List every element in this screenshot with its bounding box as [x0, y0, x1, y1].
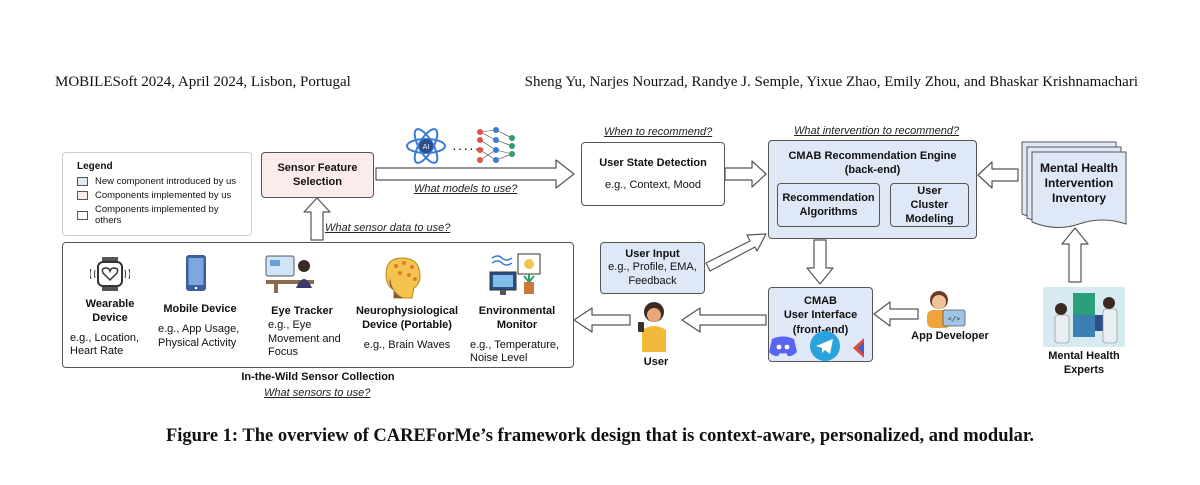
- sensor-environmental: Environmental Monitor e.g., Temperature,…: [470, 305, 564, 366]
- figure-caption: Figure 1: The overview of CAREForMe’s fr…: [165, 426, 1035, 446]
- user-cluster-modeling-label: User Cluster Modeling: [905, 184, 954, 226]
- legend: Legend New component introduced by us Co…: [62, 152, 252, 236]
- neural-network-icon: [477, 127, 515, 163]
- arrow-feature-to-state: [375, 159, 575, 189]
- sensor-neuro-name: Neurophysiological Device (Portable): [355, 305, 459, 331]
- app-developer-label: App Developer: [911, 330, 989, 342]
- user-state-title: User State Detection: [599, 156, 707, 169]
- eye-tracker-icon: [265, 255, 314, 293]
- ai-atom-icon: AI: [406, 128, 446, 164]
- sensor-feature-selection-box: Sensor Feature Selection: [261, 152, 374, 198]
- arrow-inventory-to-engine: [977, 161, 1019, 189]
- sensor-neurophysiological: Neurophysiological Device (Portable) e.g…: [355, 305, 459, 352]
- sensor-eye-tracker-name: Eye Tracker: [271, 305, 333, 317]
- sensor-eye-tracker: Eye Tracker e.g., Eye Movement and Focus: [260, 305, 344, 360]
- arrow-ui-to-user: [681, 307, 767, 333]
- environmental-monitor-icon: [489, 253, 541, 295]
- question-sensors: What sensors to use?: [264, 387, 371, 399]
- sensor-collection-title: In-the-Wild Sensor Collection: [241, 371, 395, 383]
- cmab-ui-line2: User Interface: [783, 309, 858, 322]
- cmab-ui-line1: CMAB: [804, 295, 837, 307]
- sensor-wearable-name: Wearable Device: [85, 298, 135, 324]
- legend-label-others: Components implemented by others: [95, 204, 219, 226]
- telegram-icon: [810, 331, 840, 361]
- sensor-mobile-example: e.g., App Usage, Physical Activity: [158, 322, 240, 349]
- brain-headset-icon: [385, 257, 421, 299]
- inventory-title: Mental Health Intervention Inventory: [1039, 161, 1118, 205]
- ellipsis-icon: ······: [452, 140, 486, 156]
- question-sensor-data: What sensor data to use?: [325, 222, 451, 234]
- inventory-document-stack-icon: [1021, 141, 1127, 228]
- cmab-ui-line3: (front-end): [792, 323, 849, 336]
- question-when: When to recommend?: [604, 126, 713, 138]
- legend-label-ours: Components implemented by us: [95, 190, 232, 201]
- svg-text:AI: AI: [423, 143, 430, 151]
- legend-item-new: New component introduced by us: [77, 176, 237, 187]
- user-input-box: User Input e.g., Profile, EMA, Feedback: [600, 242, 705, 294]
- legend-swatch-others: [77, 210, 88, 220]
- recommendation-algorithms-label: Recommendation Algorithms: [782, 191, 875, 218]
- svg-text:</>: </>: [948, 315, 961, 323]
- sensor-environmental-example: e.g., Temperature, Noise Level: [470, 338, 560, 365]
- user-input-example: e.g., Profile, EMA, Feedback: [608, 261, 697, 287]
- arrow-input-to-engine: [705, 233, 767, 272]
- mental-health-experts-icon: [1043, 287, 1125, 347]
- app-developer-icon: </>: [927, 291, 966, 328]
- sensor-neuro-example: e.g., Brain Waves: [363, 338, 451, 351]
- arrow-state-to-engine: [724, 160, 767, 188]
- user-cluster-modeling-box: User Cluster Modeling: [890, 183, 969, 227]
- arrow-dev-to-ui: [873, 301, 919, 327]
- mental-health-experts-label: Mental Health Experts: [1048, 350, 1120, 376]
- sensor-environmental-name: Environmental Monitor: [478, 305, 556, 331]
- sensor-collection-box: [62, 242, 574, 368]
- arrow-experts-to-inventory: [1061, 227, 1089, 283]
- question-what-intervention: What intervention to recommend?: [794, 125, 960, 137]
- sensor-feature-line1: Sensor Feature: [277, 161, 358, 174]
- running-header-venue: MOBILESoft 2024, April 2024, Lisbon, Por…: [55, 74, 351, 90]
- user-state-example: e.g., Context, Mood: [605, 179, 701, 191]
- sensor-wearable: Wearable Device e.g., Location, Heart Ra…: [70, 298, 150, 359]
- sensor-eye-tracker-example: e.g., Eye Movement and Focus: [268, 318, 341, 359]
- legend-item-ours: Components implemented by us: [77, 190, 237, 201]
- legend-swatch-new: [77, 177, 88, 186]
- discord-icon: [769, 336, 797, 357]
- sensor-mobile-name: Mobile Device: [163, 303, 237, 315]
- sensor-mobile: Mobile Device e.g., App Usage, Physical …: [158, 303, 242, 350]
- smartphone-icon: [186, 255, 206, 291]
- legend-label-new: New component introduced by us: [95, 176, 236, 187]
- running-header-authors: Sheng Yu, Narjes Nourzad, Randye J. Semp…: [524, 74, 1138, 90]
- smartwatch-icon: [90, 257, 130, 291]
- user-icon: [638, 302, 666, 352]
- arrow-user-to-collection: [573, 307, 631, 333]
- cmab-engine-subtitle: (back-end): [844, 164, 901, 177]
- cmab-engine-title: CMAB Recommendation Engine: [788, 150, 957, 162]
- question-models: What models to use?: [414, 183, 518, 195]
- legend-swatch-ours: [77, 191, 88, 200]
- legend-title: Legend: [77, 161, 113, 172]
- user-input-title: User Input: [625, 248, 680, 261]
- recommendation-algorithms-box: Recommendation Algorithms: [777, 183, 880, 227]
- user-state-detection-box: User State Detection e.g., Context, Mood: [581, 142, 725, 206]
- sensor-feature-line2: Selection: [293, 176, 342, 188]
- arrow-engine-to-ui: [806, 239, 834, 285]
- legend-item-others: Components implemented by others: [77, 204, 237, 226]
- app-logo-icon: [853, 338, 864, 358]
- sensor-wearable-example: e.g., Location, Heart Rate: [70, 331, 140, 358]
- arrow-collection-to-feature: [303, 197, 331, 241]
- user-label: User: [643, 356, 669, 368]
